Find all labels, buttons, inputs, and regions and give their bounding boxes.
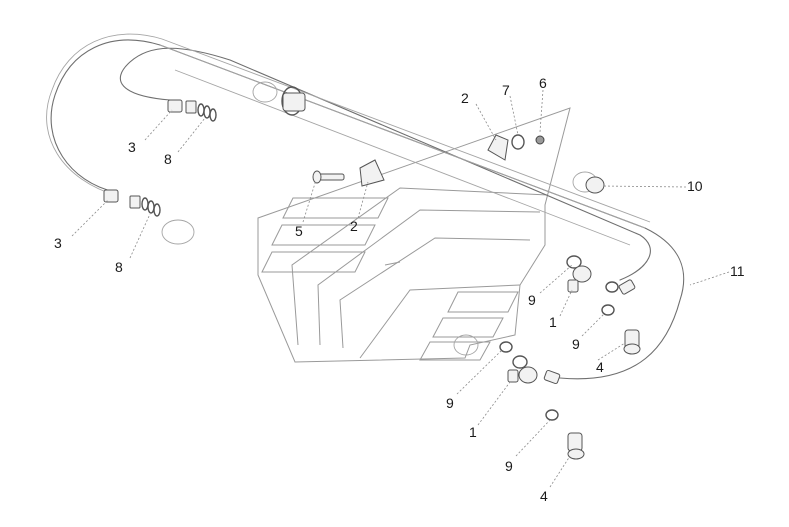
callout-3-lower: 3 — [54, 235, 62, 251]
fitting-8-upper — [185, 100, 217, 122]
callout-4-upper: 4 — [596, 359, 604, 375]
nut-6 — [535, 135, 545, 145]
callout-7: 7 — [502, 82, 510, 98]
callout-11: 11 — [730, 263, 745, 279]
banjo-1-lower — [507, 355, 561, 385]
callouts: 3 8 3 8 2 7 6 5 2 10 11 9 1 9 4 9 1 9 4 — [54, 75, 745, 504]
callout-9-lower-left: 9 — [446, 395, 454, 411]
banjo-1-upper — [566, 255, 592, 293]
fitting-10 — [585, 176, 605, 194]
fitting-3-lower — [103, 189, 119, 203]
bolt-4-upper — [623, 329, 641, 355]
frame-bracket — [257, 107, 571, 363]
bolt-5 — [312, 170, 345, 184]
washer-9-upper-a — [605, 281, 619, 293]
washer-9-lower-b — [545, 409, 559, 421]
callout-9-upper-right: 9 — [572, 336, 580, 352]
callout-6: 6 — [539, 75, 547, 91]
fitting-8-lower — [129, 195, 161, 217]
callout-1-upper: 1 — [549, 314, 557, 330]
washer-9-lower-a — [499, 341, 513, 353]
callout-9-lower-right: 9 — [505, 458, 513, 474]
callout-8-upper: 8 — [164, 151, 172, 167]
clip-2-lower — [359, 159, 385, 187]
callout-8-lower: 8 — [115, 259, 123, 275]
washer-9-upper-b — [601, 304, 615, 316]
tube-bundle — [46, 33, 685, 380]
callout-4-lower: 4 — [540, 488, 548, 504]
callout-10: 10 — [687, 178, 703, 194]
callout-5: 5 — [295, 223, 303, 239]
callout-9-upper-left: 9 — [528, 292, 536, 308]
callout-1-lower: 1 — [469, 424, 477, 440]
washer-7 — [511, 134, 525, 150]
bolt-4-lower — [567, 432, 585, 460]
callout-3-upper: 3 — [128, 139, 136, 155]
fitting-3-upper — [167, 99, 183, 113]
callout-2-lower: 2 — [350, 218, 358, 234]
tube-clamp — [161, 81, 598, 356]
callout-2-upper: 2 — [461, 90, 469, 106]
tube-end-11 — [618, 279, 636, 295]
clip-2-upper — [487, 134, 509, 161]
leader-lines — [71, 89, 730, 488]
